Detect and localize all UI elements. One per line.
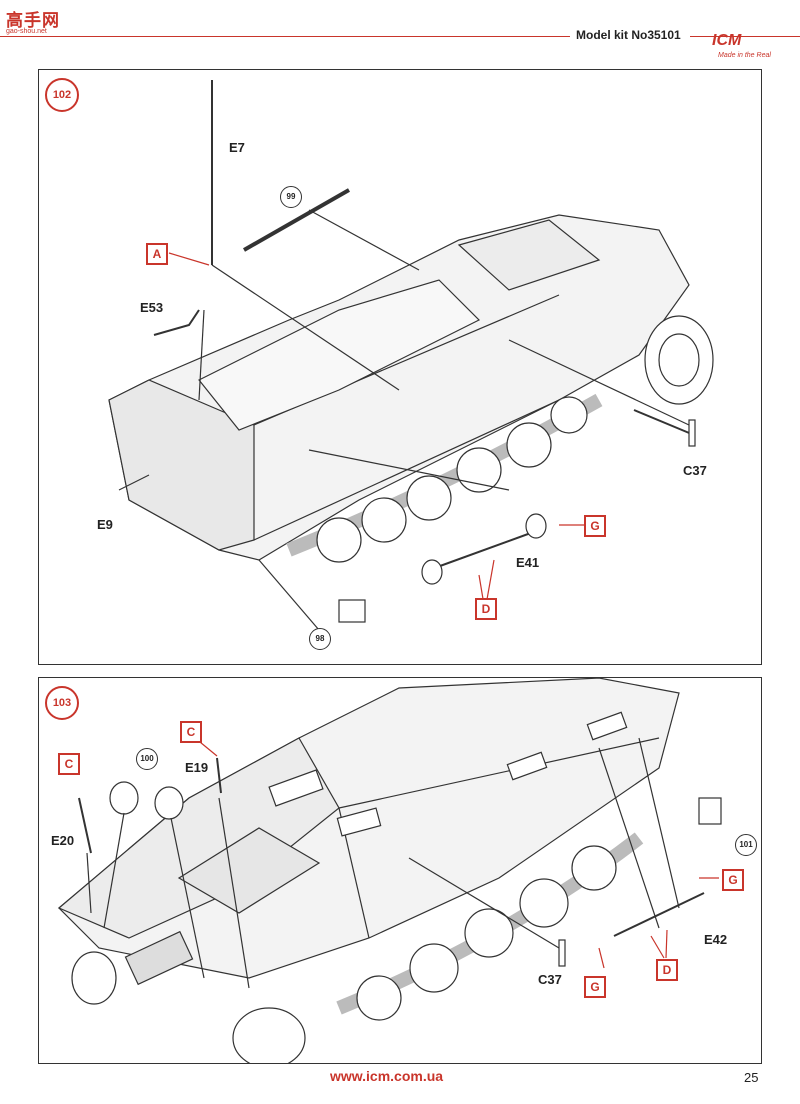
- header-rule: [0, 36, 570, 37]
- part-label-e42: E42: [704, 932, 728, 947]
- part-tag-c-e20: C: [58, 753, 80, 775]
- brand-tagline: Made in the Real: [718, 52, 771, 59]
- site-url: gao-shou.net: [6, 28, 47, 35]
- site-logo: 高手网: [6, 11, 60, 30]
- part-tag-g-right: G: [722, 869, 744, 891]
- part-label-c37: C37: [683, 463, 707, 478]
- step-number-102: 102: [45, 78, 79, 112]
- step-103-illustration: [57, 678, 722, 1063]
- part-label-e20: E20: [51, 833, 75, 848]
- brand-logo: ICM: [712, 32, 742, 49]
- ref-step-98: 98: [309, 628, 331, 650]
- step-102-panel: 102 E7 99 A E53 C37 E9 G E41 D 98: [38, 69, 762, 665]
- part-label-e19: E19: [185, 760, 209, 775]
- part-tag-d: D: [475, 598, 497, 620]
- part-tag-d: D: [656, 959, 678, 981]
- part-label-e41: E41: [516, 555, 540, 570]
- footer-url: www.icm.com.ua: [330, 1068, 444, 1084]
- part-label-e9: E9: [97, 517, 113, 532]
- header-rule-right: [690, 36, 800, 37]
- ref-step-100: 100: [136, 748, 158, 770]
- page-number: 25: [744, 1070, 759, 1085]
- part-label-e53: E53: [140, 300, 164, 315]
- step-number-103: 103: [45, 686, 79, 720]
- ref-step-101: 101: [735, 834, 757, 856]
- step-102-illustration: [108, 80, 714, 631]
- part-tag-g: G: [584, 515, 606, 537]
- ref-step-99: 99: [280, 186, 302, 208]
- part-tag-a: A: [146, 243, 168, 265]
- model-kit-title: Model kit No35101: [576, 28, 681, 42]
- part-tag-c-e19: C: [180, 721, 202, 743]
- part-label-e7: E7: [229, 140, 245, 155]
- part-label-c37: C37: [538, 972, 562, 987]
- step-103-panel: 103 100 C E19 C E20 101 G E42 D G C37: [38, 677, 762, 1064]
- part-tag-g-left: G: [584, 976, 606, 998]
